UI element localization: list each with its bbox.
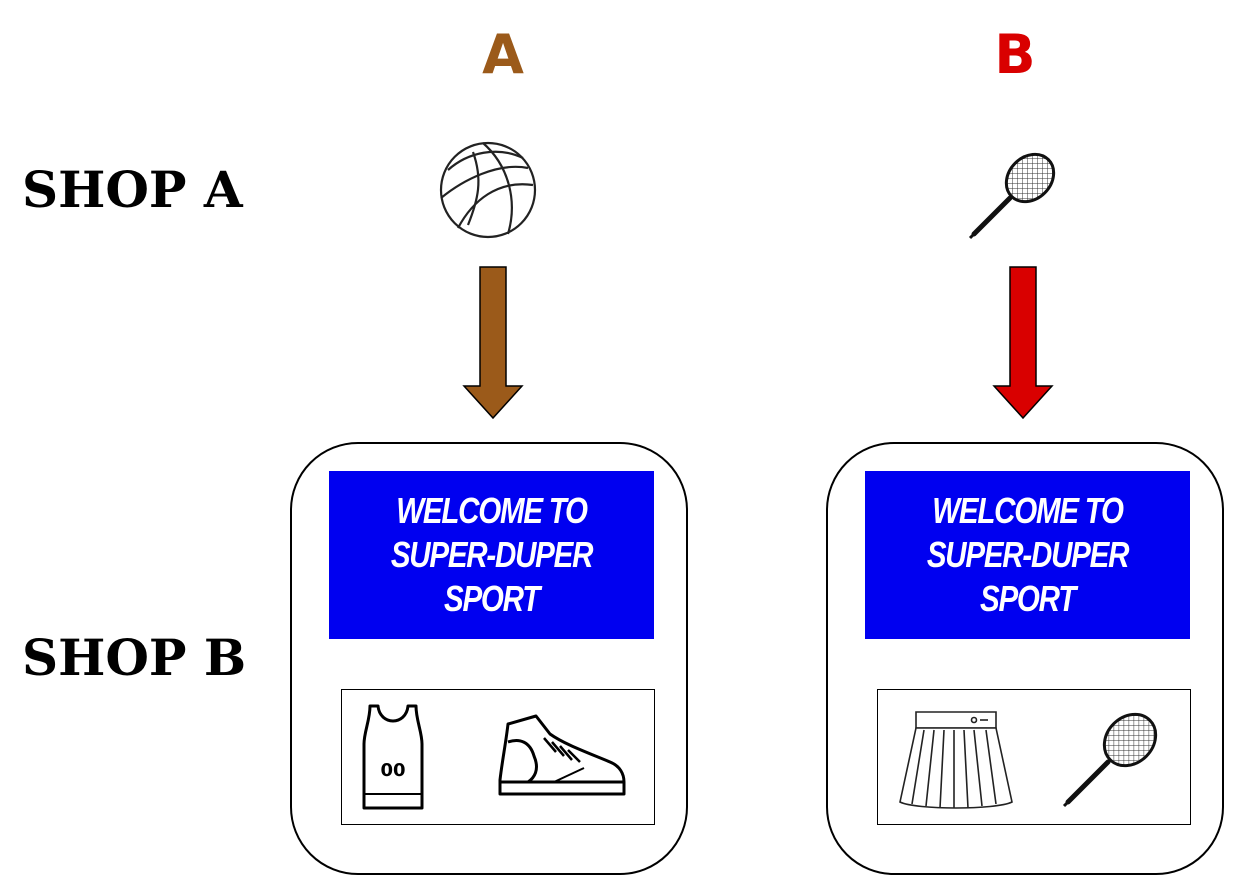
welcome-banner: WELCOME TO SUPER-DUPER SPORT	[329, 471, 654, 639]
row-label-shop-a: SHOP A	[22, 160, 243, 219]
tennis-skirt-icon	[899, 711, 1013, 809]
product-shelf	[877, 689, 1191, 825]
basketball-icon	[439, 141, 537, 239]
row-label-shop-b: SHOP B	[22, 628, 247, 687]
column-label-a: A	[482, 23, 524, 86]
banner-text: WELCOME TO SUPER-DUPER SPORT	[926, 490, 1130, 619]
shop-b-storefront-a: WELCOME TO SUPER-DUPER SPORT 00	[290, 442, 688, 875]
welcome-banner: WELCOME TO SUPER-DUPER SPORT	[865, 471, 1190, 639]
arrow-a	[462, 266, 524, 420]
jersey-number: 00	[380, 760, 405, 781]
shop-b-storefront-b: WELCOME TO SUPER-DUPER SPORT	[826, 442, 1224, 875]
arrow-b	[992, 266, 1054, 420]
jersey-icon: 00	[362, 704, 424, 810]
product-shelf: 00	[341, 689, 655, 825]
tennis-racket-icon	[968, 152, 1056, 240]
column-label-b: B	[994, 23, 1036, 86]
tennis-racket-icon	[1062, 712, 1158, 808]
banner-text: WELCOME TO SUPER-DUPER SPORT	[390, 490, 594, 619]
sneaker-icon	[498, 714, 626, 796]
